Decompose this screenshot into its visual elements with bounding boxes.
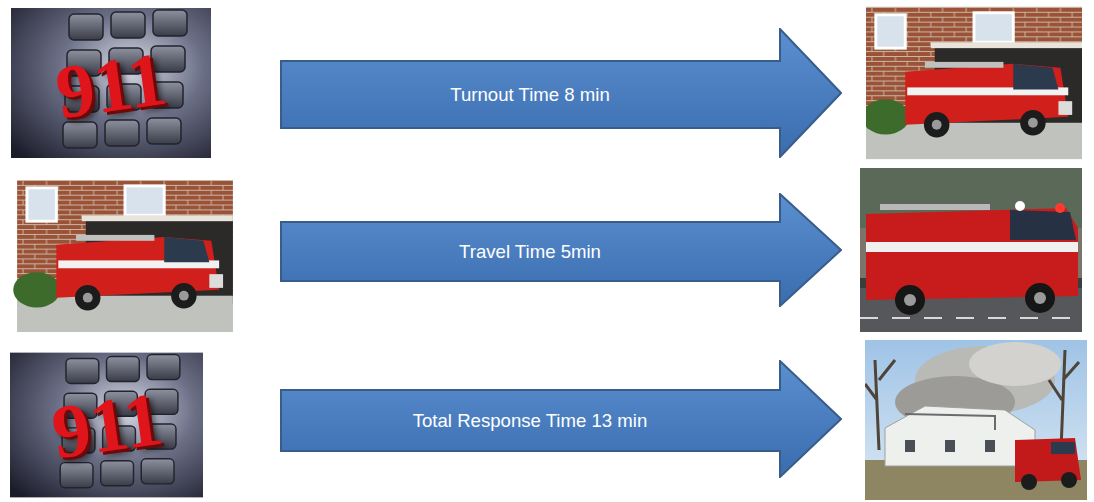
fire-station-photo bbox=[862, 7, 1082, 159]
block-arrow: Turnout Time 8 min bbox=[280, 28, 842, 158]
fire-station-photo bbox=[13, 180, 233, 332]
emergency-number: 911 bbox=[47, 380, 166, 471]
keypad-photo bbox=[10, 353, 203, 498]
arrow-label: Turnout Time 8 min bbox=[290, 65, 770, 124]
block-arrow: Total Response Time 13 min bbox=[280, 360, 842, 478]
arrow-label: Total Response Time 13 min bbox=[290, 394, 770, 447]
fire-truck-photo bbox=[860, 168, 1082, 332]
house-fire-photo bbox=[865, 340, 1087, 500]
keypad-photo bbox=[11, 8, 211, 158]
block-arrow: Travel Time 5min bbox=[280, 193, 842, 307]
emergency-number: 911 bbox=[51, 40, 170, 131]
arrow-label: Travel Time 5min bbox=[290, 226, 770, 277]
